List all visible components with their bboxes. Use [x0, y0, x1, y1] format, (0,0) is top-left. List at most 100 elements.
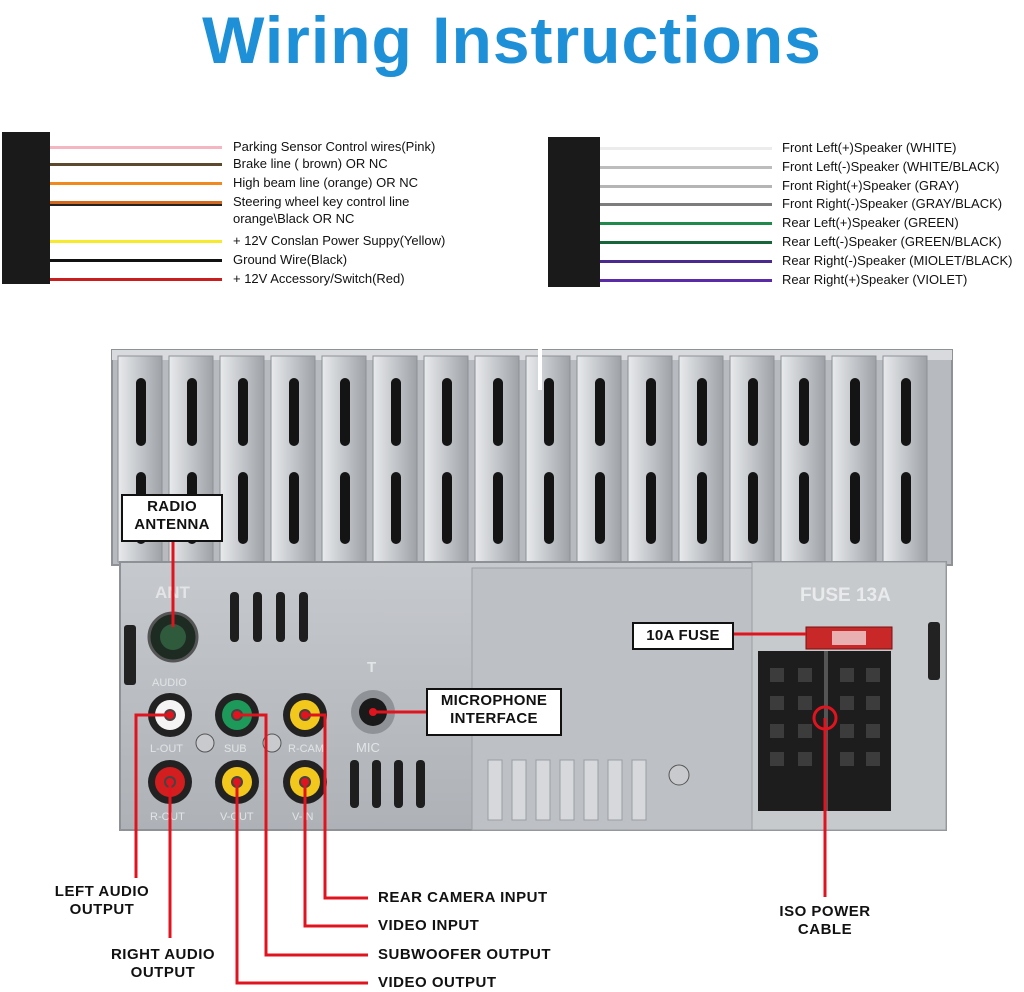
radio-antenna-line1: RADIO [147, 498, 197, 515]
vent-slot [697, 472, 707, 544]
fuse-callout: 10A FUSE [632, 622, 734, 650]
right-wire-label: Rear Right(+)Speaker (VIOLET) [782, 271, 968, 287]
iso-pin [798, 724, 812, 738]
right-wire [600, 222, 772, 226]
iso-pin [866, 696, 880, 710]
vent-slot [799, 472, 809, 544]
vent-slot [901, 378, 911, 446]
left-wire-stripe [50, 204, 222, 206]
left-wire [50, 240, 222, 243]
iso-pin [866, 668, 880, 682]
left-wire-label-line2: orange\Black OR NC [233, 211, 355, 226]
vent-slot [136, 378, 146, 446]
vent-slot [697, 378, 707, 446]
left-wire [50, 259, 222, 262]
audio-label: AUDIO [152, 677, 187, 689]
left-wire-label: Parking Sensor Control wires(Pink) [233, 139, 436, 154]
radio-antenna-line2: ANTENNA [134, 516, 210, 533]
port-labels: L-OUT SUB R-CAM R-OUT V-OUT V-IN [150, 743, 324, 823]
subwoofer-output-callout: SUBWOOFER OUTPUT [378, 946, 551, 963]
vent-slot [493, 378, 503, 446]
left-audio-line2: OUTPUT [69, 901, 135, 918]
right-wire [600, 184, 772, 188]
left-wire-label: Ground Wire(Black) [233, 252, 348, 267]
right-wire [600, 165, 772, 169]
radio-antenna-callout: RADIO ANTENNA [121, 494, 223, 542]
left-wire [50, 201, 222, 204]
microphone-line1: MICROPHONE [440, 692, 548, 709]
vent-slot [646, 378, 656, 446]
port-label-r-out: R-OUT [150, 811, 185, 823]
left-wire-label: High beam line (orange) OR NC [233, 175, 418, 190]
vent-slot [850, 378, 860, 446]
iso-pin [798, 668, 812, 682]
right-audio-line1: RIGHT AUDIO [110, 946, 216, 963]
iso-pin [770, 668, 784, 682]
vent-slot [799, 378, 809, 446]
left-wire [50, 163, 222, 166]
right-wire-label: Front Left(+)Speaker (WHITE) [782, 140, 957, 155]
vent-slot [391, 472, 401, 544]
right-wire [600, 259, 772, 263]
right-wire-label: Front Right(-)Speaker (GRAY/BLACK) [782, 196, 1003, 212]
vent-slot [442, 472, 452, 544]
port-label-l-out: L-OUT [150, 743, 183, 755]
microphone-line2: INTERFACE [450, 710, 538, 727]
iso-pin [866, 752, 880, 766]
antenna-pointer [538, 340, 542, 390]
page-title: Wiring Instructions [202, 3, 822, 77]
antenna-port [147, 611, 199, 663]
iso-pin [866, 724, 880, 738]
fuse-callout-label: 10A FUSE [646, 627, 720, 644]
iso-pin [798, 696, 812, 710]
vent-slot [340, 472, 350, 544]
iso-pin [840, 724, 854, 738]
iso-pin [798, 752, 812, 766]
iso-power-cable-callout: ISO POWER CABLE [765, 903, 885, 939]
right-wire-label: Rear Right(-)Speaker (MIOLET/BLACK) [782, 252, 1013, 268]
iso-pin [840, 668, 854, 682]
port-label-v-in: V-IN [292, 811, 313, 823]
vent-slot [442, 378, 452, 446]
left-wire-label: Steering wheel key control line [233, 194, 410, 209]
iso-pin [770, 696, 784, 710]
fuse-rating-label: FUSE 13A [800, 585, 891, 606]
right-wire-label: Front Right(+)Speaker (GRAY) [782, 177, 960, 193]
vent-slot [238, 472, 248, 544]
left-wire-label: Brake line ( brown) OR NC [233, 156, 388, 171]
vent-slot [544, 378, 554, 446]
right-wire-label: Rear Left(+)Speaker (GREEN) [782, 215, 959, 231]
right-harness-connector [548, 137, 600, 287]
left-wire [50, 278, 222, 281]
vent-slot [289, 378, 299, 446]
iso-line2: CABLE [797, 921, 853, 938]
vent-slot [646, 472, 656, 544]
vent-slot [238, 378, 248, 446]
left-harness-connector [2, 132, 50, 284]
left-audio-line1: LEFT AUDIO [54, 883, 150, 900]
vent-slot [340, 378, 350, 446]
port-label-sub: SUB [224, 743, 247, 755]
vent-slot [493, 472, 503, 544]
right-audio-output-callout: RIGHT AUDIO OUTPUT [98, 946, 228, 982]
right-wire-label: Rear Left(-)Speaker (GREEN/BLACK) [782, 234, 1002, 249]
vent-slot [595, 472, 605, 544]
left-audio-output-callout: LEFT AUDIO OUTPUT [42, 883, 162, 919]
left-wire-label: + 12V Accessory/Switch(Red) [233, 271, 405, 286]
right-wire [600, 241, 772, 244]
t-label: T [367, 659, 376, 676]
rear-camera-input-callout: REAR CAMERA INPUT [378, 889, 548, 906]
right-wire [600, 203, 772, 207]
vent-slot [901, 472, 911, 544]
port-label-r-cam: R-CAM [288, 743, 324, 755]
right-audio-line2: OUTPUT [130, 964, 196, 981]
mic-label: MIC [356, 740, 380, 755]
vent-slot [544, 472, 554, 544]
left-wire [50, 182, 222, 185]
iso-pin [770, 724, 784, 738]
microphone-callout: MICROPHONE INTERFACE [426, 688, 562, 736]
vent-slot [187, 378, 197, 446]
vent-slot [391, 378, 401, 446]
iso-pin [840, 696, 854, 710]
video-output-callout: VIDEO OUTPUT [378, 974, 497, 991]
